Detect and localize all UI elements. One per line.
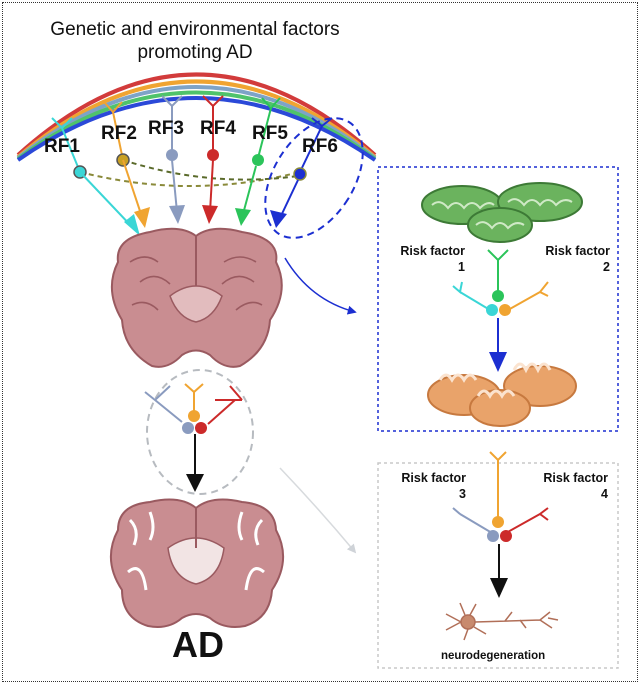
- rf1-label: RF1: [44, 136, 80, 157]
- neuron-icon: [445, 602, 559, 641]
- rf5-receptor: [235, 97, 281, 226]
- interaction-curve-2: [122, 159, 299, 181]
- brain-healthy: [111, 227, 283, 368]
- rf1-receptor: [51, 117, 140, 236]
- rf6-label: RF6: [302, 136, 338, 157]
- pathway-combined: [144, 383, 243, 492]
- rf5-label: RF5: [252, 123, 288, 144]
- risk-factor-2-label: Risk factor 2: [545, 244, 610, 274]
- rf3-label: RF3: [148, 118, 184, 139]
- risk-factor-1-label: Risk factor 1: [400, 244, 465, 274]
- rf6-highlight-ellipse: [264, 117, 364, 239]
- rf6-receptor: [270, 117, 333, 228]
- risk-factor-3-label: Risk factor 3: [401, 471, 466, 501]
- pathway-bottom: [452, 451, 549, 598]
- interaction-curve-1: [79, 171, 301, 187]
- neurodegeneration-label: neurodegeneration: [441, 650, 546, 662]
- rf4-receptor: [202, 95, 224, 224]
- ad-label: AD: [172, 624, 224, 665]
- pathway-top: [452, 249, 549, 372]
- brain-ad: [109, 498, 285, 628]
- rf2-label: RF2: [101, 123, 137, 144]
- rf4-label: RF4: [200, 118, 236, 139]
- rf2-receptor: [103, 101, 150, 228]
- arrow-to-panel-bottom: [279, 467, 357, 554]
- risk-factor-4-label: Risk factor 4: [543, 471, 608, 501]
- rf3-receptor: [161, 95, 185, 224]
- pathway-ellipse: [146, 369, 254, 495]
- arrow-to-panel-top: [284, 257, 357, 315]
- panel-top-box: [377, 166, 619, 432]
- mitochondria-damaged-icon: [427, 362, 577, 427]
- mitochondria-healthy-icon: [421, 182, 583, 243]
- figure-title: Genetic and environmental factors promot…: [50, 19, 340, 63]
